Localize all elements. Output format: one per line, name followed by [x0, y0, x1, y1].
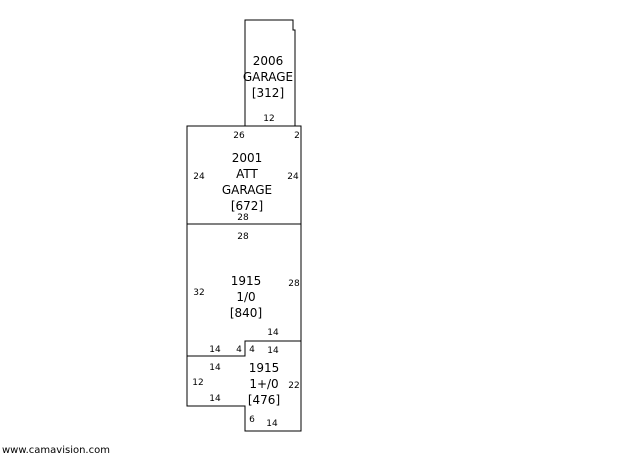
main-1915-first-dim-left: 32 — [193, 288, 204, 298]
garage-2006-dim-bottom: 12 — [263, 114, 274, 124]
garage-2006-type: GARAGE — [243, 70, 293, 84]
main-1915-first-area: [840] — [230, 306, 262, 320]
att-garage-dim-top: 26 — [233, 131, 245, 141]
att-garage-dim-top-right: 2 — [294, 131, 300, 141]
main-1915-second-year: 1915 — [249, 361, 280, 375]
main-1915-second-dim-top: 14 — [267, 346, 279, 356]
section-garage-2006: 2006 GARAGE [312] 12 — [243, 19, 296, 126]
main-1915-second-dim-step: 4 — [249, 345, 255, 355]
main-1915-second-type: 1+/0 — [249, 377, 278, 391]
section-att-garage-2001: 26 2 24 24 2001 ATT GARAGE [672] 28 — [186, 125, 302, 225]
main-1915-second-area: [476] — [248, 393, 280, 407]
main-1915-first-outline — [186, 224, 302, 357]
main-1915-second-dim-bottom: 14 — [266, 419, 278, 429]
att-garage-dim-left: 24 — [193, 172, 205, 182]
main-1915-second-dim-left: 12 — [192, 378, 203, 388]
main-1915-second-dim-left-top: 14 — [209, 363, 221, 373]
main-1915-second-dim-left-bottom: 14 — [209, 394, 221, 404]
main-1915-first-year: 1915 — [231, 274, 262, 288]
main-1915-first-dim-right: 28 — [288, 279, 300, 289]
section-main-1915-first: 28 32 28 1915 1/0 [840] 14 14 4 — [186, 224, 302, 357]
camavision-watermark: www.camavision.com — [2, 445, 110, 456]
main-1915-first-type: 1/0 — [236, 290, 255, 304]
att-garage-dim-right: 24 — [287, 172, 299, 182]
garage-2006-outline — [244, 19, 296, 126]
main-1915-second-dim-right: 22 — [288, 381, 299, 391]
garage-2006-area: [312] — [252, 86, 284, 100]
main-1915-first-dim-top: 28 — [237, 232, 249, 242]
att-garage-outline — [186, 125, 302, 225]
att-garage-type-line1: ATT — [236, 167, 258, 181]
garage-2006-year: 2006 — [253, 54, 284, 68]
att-garage-type-line2: GARAGE — [222, 183, 272, 197]
main-1915-second-outline — [186, 341, 302, 432]
main-1915-first-dim-bottom-left: 14 — [209, 345, 221, 355]
section-main-1915-second: 4 14 14 12 14 22 1915 1+/0 [476] 6 14 — [186, 341, 302, 432]
main-1915-first-dim-step: 4 — [236, 345, 242, 355]
main-1915-first-dim-bottom-right: 14 — [267, 328, 279, 338]
main-1915-second-dim-bottom-left: 6 — [249, 415, 255, 425]
att-garage-area: [672] — [231, 199, 263, 213]
att-garage-dim-bottom: 28 — [237, 213, 249, 223]
att-garage-year: 2001 — [232, 151, 263, 165]
